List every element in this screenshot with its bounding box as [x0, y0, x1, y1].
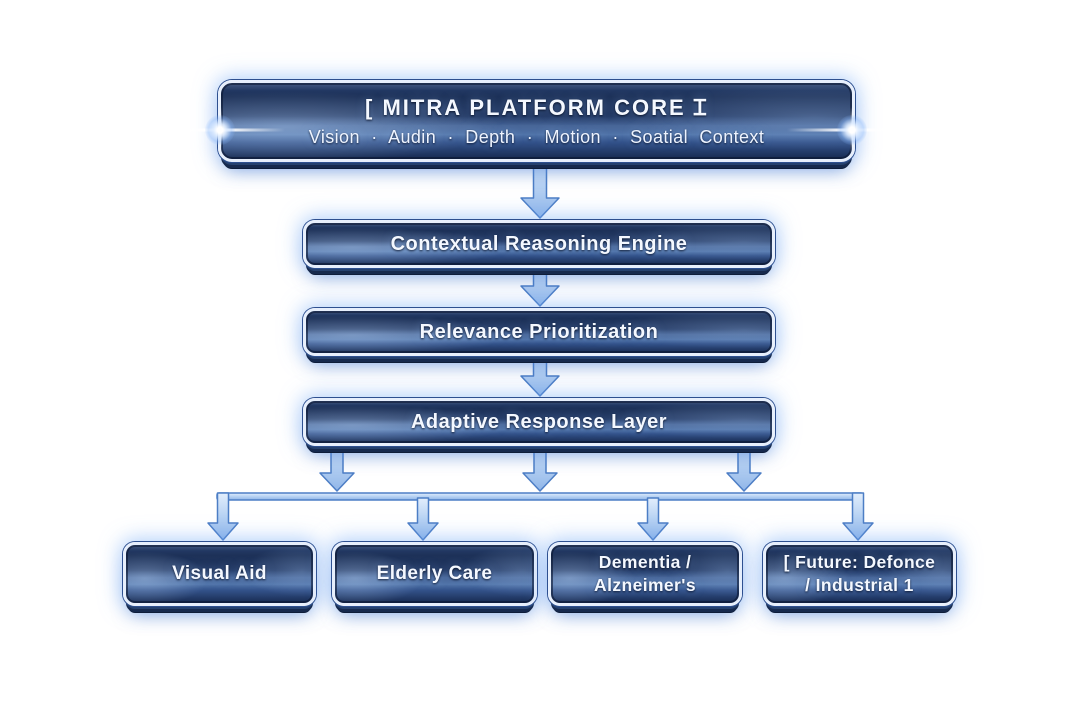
- node-label: Visual Aid: [172, 562, 267, 584]
- node-dementia-alzneimers: Dementia / Alzneimer's: [548, 542, 742, 606]
- node-contextual-reasoning-engine: Contextual Reasoning Engine: [303, 220, 775, 268]
- down-arrow-icon: [522, 439, 558, 492]
- core-subtitle: Vision · Audin · Depth · Motion · Soatia…: [308, 127, 765, 148]
- node-label: Elderly Care: [376, 562, 493, 584]
- down-arrow-icon: [319, 439, 355, 492]
- down-arrow-icon: [520, 154, 560, 219]
- node-label: Relevance Prioritization: [419, 320, 659, 343]
- down-arrow-icon: [207, 492, 239, 541]
- branch-connector-bar: [216, 492, 864, 501]
- node-label: Adaptive Response Layer: [410, 410, 668, 433]
- node-mitra-platform-core: [ MITRA PLATFORM CORE Ɪ Vision · Audin ·…: [155, 80, 917, 162]
- node-label: [ Future: Defonce / Industrial 1: [783, 552, 936, 595]
- node-future-defonce-industrial: [ Future: Defonce / Industrial 1: [763, 542, 956, 606]
- node-adaptive-response-layer: Adaptive Response Layer: [303, 398, 775, 446]
- node-label: Dementia / Alzneimer's: [594, 552, 696, 595]
- node-elderly-care: Elderly Care: [332, 542, 537, 606]
- down-arrow-icon: [520, 349, 560, 397]
- down-arrow-icon: [520, 261, 560, 307]
- node-label: Contextual Reasoning Engine: [390, 232, 688, 255]
- node-relevance-prioritization: Relevance Prioritization: [303, 308, 775, 356]
- down-arrow-icon: [637, 497, 669, 541]
- node-visual-aid: Visual Aid: [123, 542, 316, 606]
- down-arrow-icon: [726, 439, 762, 492]
- down-arrow-icon: [407, 497, 439, 541]
- core-title: [ MITRA PLATFORM CORE Ɪ: [365, 94, 708, 120]
- down-arrow-icon: [842, 492, 874, 541]
